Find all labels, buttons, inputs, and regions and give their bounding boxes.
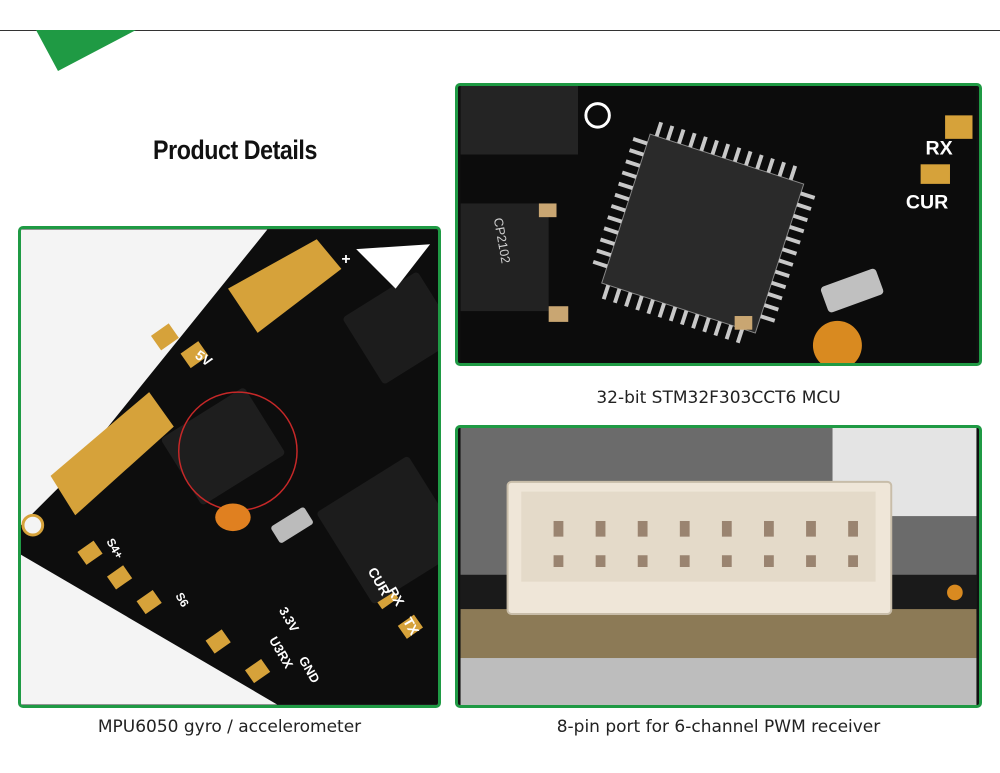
mcu-board-image: CP2102 RX CUR [460, 86, 977, 363]
photo-port [455, 425, 982, 708]
caption-port: 8-pin port for 6-channel PWM receiver [556, 717, 881, 737]
gyro-board-image: 5V CUR RX TX 3.3V U3RX GND S4+ S6 + [21, 229, 438, 705]
label-rx-mcu: RX [926, 138, 953, 160]
header-divider [0, 30, 1000, 31]
caption-gyro: MPU6050 gyro / accelerometer [97, 717, 362, 737]
port-board-image [460, 428, 977, 705]
caption-mcu: 32-bit STM32F303CCT6 MCU [596, 388, 841, 408]
label-s6: S6 [173, 590, 193, 610]
photo-mcu: CP2102 RX CUR [455, 83, 982, 366]
page-title: Product Details [153, 135, 317, 165]
photo-gyro: 5V CUR RX TX 3.3V U3RX GND S4+ S6 + [18, 226, 441, 708]
label-cur-mcu: CUR [906, 191, 948, 213]
corner-triangle [36, 30, 136, 71]
label-plus: + [341, 251, 350, 268]
